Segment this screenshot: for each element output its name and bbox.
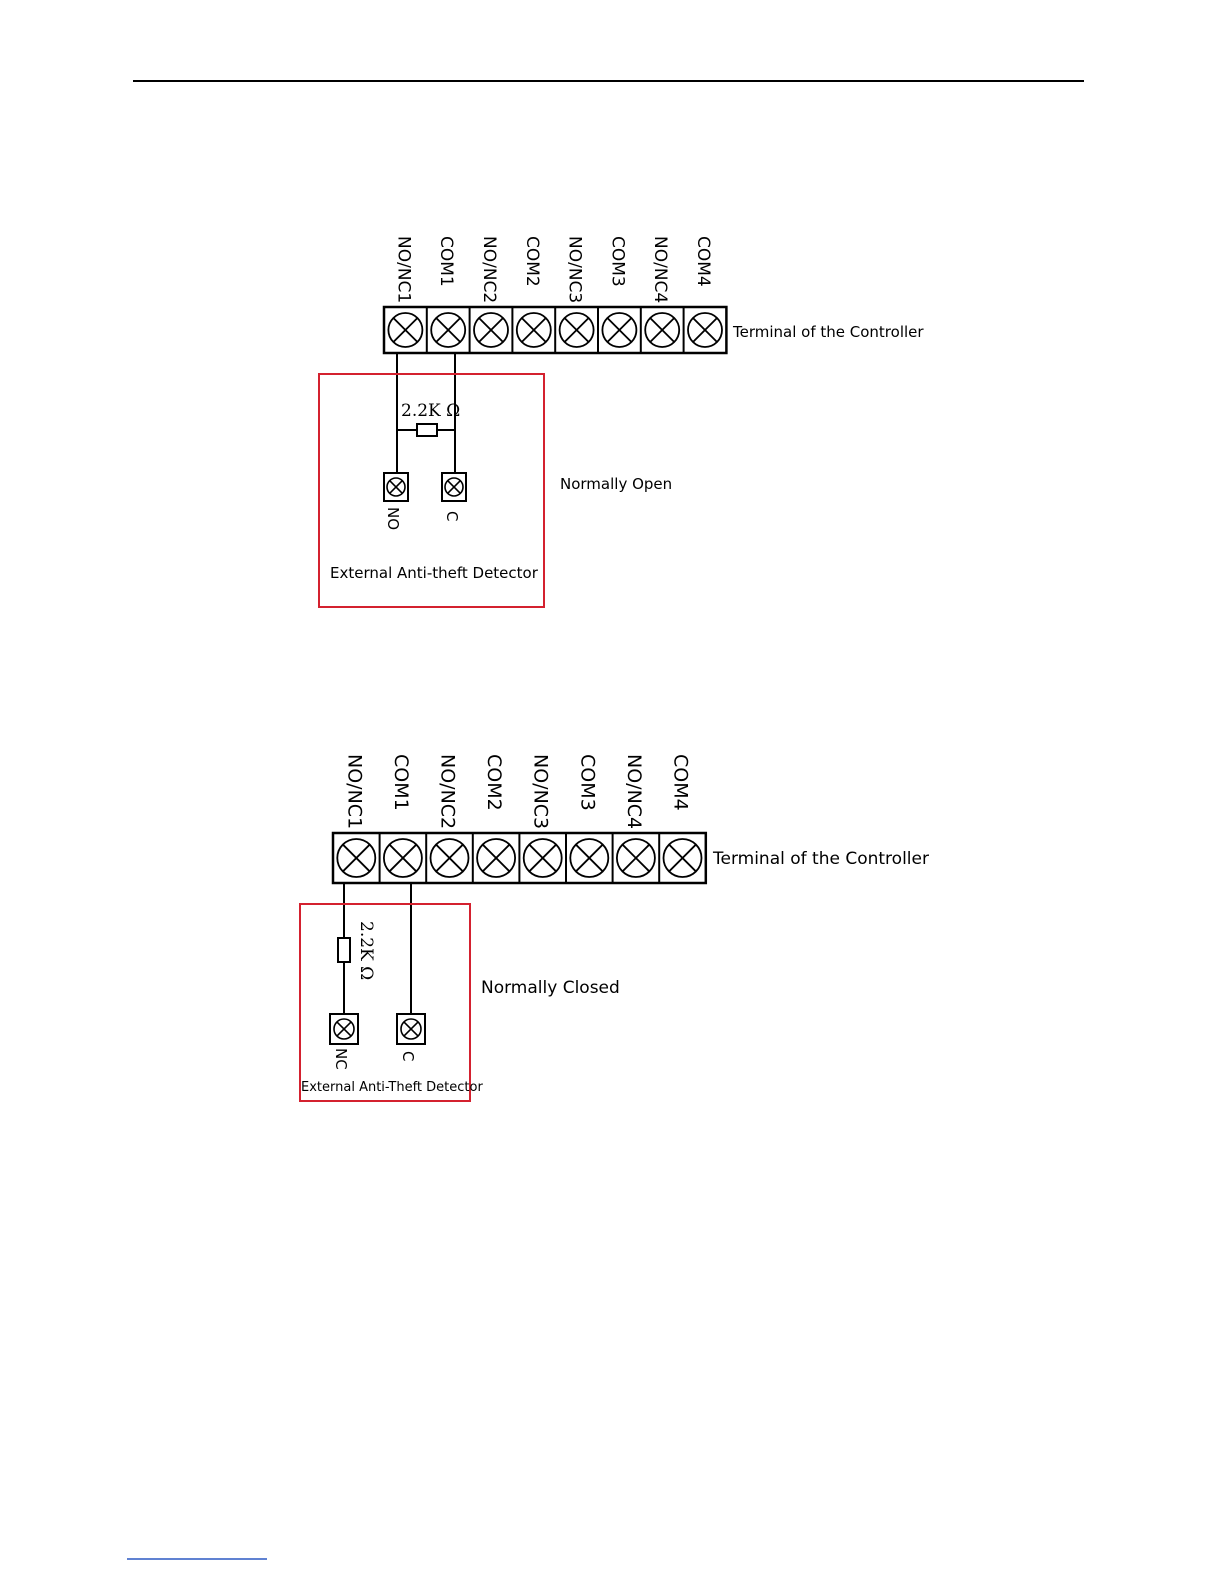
terminal-label: COM4: [693, 236, 713, 287]
terminal-label: NO/NC2: [437, 754, 459, 829]
detector-terminal-no: [384, 473, 408, 501]
terminal-label: NO/NC4: [650, 236, 670, 303]
terminal-label: COM1: [436, 236, 456, 287]
mode-label: Normally Open: [560, 475, 672, 493]
detector-terminal-label-nc: NC: [332, 1048, 350, 1070]
terminal-label: COM3: [607, 236, 627, 287]
terminal-labels: NO/NC1 COM1 NO/NC2 COM2 NO/NC3 COM3 NO/NC4 COM4: [343, 754, 691, 829]
detector-terminal-c: [397, 1014, 425, 1044]
resistor: [417, 424, 437, 436]
diagram-normally-open: NO/NC1 COM1 NO/NC2 COM2 NO/NC3 COM3 NO/NC4 COM4…: [319, 236, 924, 607]
detector-terminal-label-no: NO: [384, 507, 402, 530]
terminal-label: NO/NC2: [479, 236, 499, 303]
terminal-label: NO/NC3: [530, 754, 552, 829]
terminal-label: COM4: [670, 754, 692, 811]
terminal-label: NO/NC1: [343, 754, 365, 829]
detector-terminal-label-c: C: [399, 1051, 417, 1061]
resistor: [338, 938, 350, 962]
diagram-normally-closed: NO/NC1 COM1 NO/NC2 COM2 NO/NC3 COM3 NO/NC4 COM4…: [300, 754, 929, 1101]
resistor-label: 2.2K Ω: [401, 401, 460, 421]
resistor-label: 2.2K Ω: [356, 921, 376, 980]
controller-terminal-block: [333, 833, 706, 883]
terminal-label: NO/NC3: [565, 236, 585, 303]
controller-terminal-block: [384, 307, 726, 353]
detector-terminal-c: [442, 473, 466, 501]
terminal-of-controller-label: Terminal of the Controller: [712, 849, 929, 869]
detector-label: External Anti-Theft Detector: [301, 1080, 483, 1095]
mode-label: Normally Closed: [481, 978, 620, 998]
terminal-label: NO/NC1: [393, 236, 413, 303]
terminal-of-controller-label: Terminal of the Controller: [732, 323, 924, 341]
detector-terminal-label-c: C: [443, 511, 461, 521]
terminal-labels: NO/NC1 COM1 NO/NC2 COM2 NO/NC3 COM3 NO/NC4 COM4: [393, 236, 713, 303]
detector-box: [300, 904, 470, 1101]
terminal-label: COM3: [576, 754, 598, 811]
terminal-label: COM1: [390, 754, 412, 811]
detector-terminal-nc: [330, 1014, 358, 1044]
terminal-label: COM2: [483, 754, 505, 811]
terminal-label: COM2: [522, 236, 542, 287]
terminal-label: NO/NC4: [623, 754, 645, 829]
detector-label: External Anti-theft Detector: [330, 564, 539, 582]
